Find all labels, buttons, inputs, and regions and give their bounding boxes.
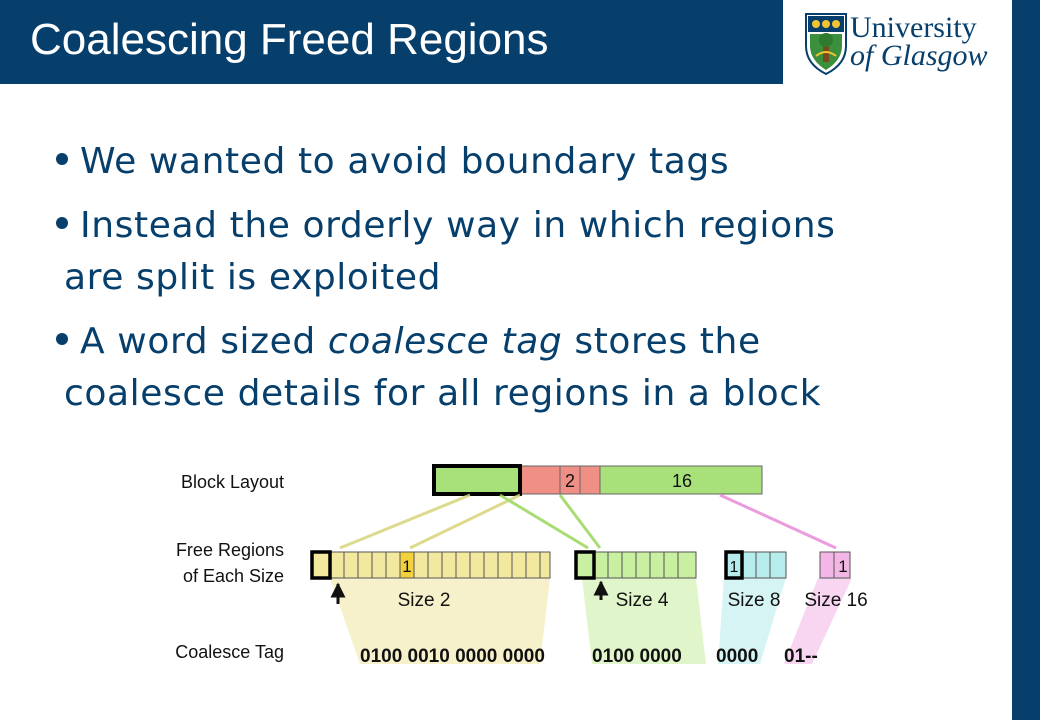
size-label-16: Size 16 bbox=[804, 590, 867, 611]
coalesce-tag-size8: 0000 bbox=[716, 646, 758, 667]
projection-fans bbox=[330, 578, 852, 664]
label-free-regions-1: Free Regions bbox=[176, 540, 284, 560]
free-region-size2: 1 bbox=[310, 550, 551, 604]
bullet-text-line2: are split is exploited bbox=[64, 257, 442, 298]
size8-selected-box bbox=[724, 550, 744, 580]
block-layout-bar: 2 16 bbox=[432, 464, 763, 496]
connectors bbox=[339, 493, 837, 550]
block-seg-green-1 bbox=[433, 465, 521, 495]
size-label-8: Size 8 bbox=[728, 590, 781, 611]
bullet-text-emphasis: coalesce tag bbox=[327, 321, 563, 362]
side-accent-bar bbox=[1012, 0, 1040, 720]
university-logo: University of Glasgow bbox=[798, 8, 1008, 80]
free-region-size8: 1 bbox=[724, 550, 787, 580]
block-seg-red-3 bbox=[579, 465, 601, 495]
size2-bar bbox=[329, 551, 551, 579]
title-bar: Coalescing Freed Regions bbox=[0, 0, 783, 84]
bullet-text-line1: Instead the orderly way in which regions bbox=[80, 205, 836, 246]
bullet-dot-icon bbox=[56, 333, 68, 345]
size2-mark: 1 bbox=[402, 557, 411, 576]
free-region-size4 bbox=[574, 550, 697, 600]
size4-bar bbox=[593, 551, 697, 579]
connector-to-size2-b bbox=[409, 493, 521, 550]
block-highlight-box bbox=[432, 464, 522, 496]
bullet-item: A word sized coalesce tag stores the coa… bbox=[52, 316, 952, 420]
bullet-text: We wanted to avoid boundary tags bbox=[80, 141, 730, 182]
bullet-text-line2: coalesce details for all regions in a bl… bbox=[64, 373, 822, 414]
block-seg-red-1 bbox=[519, 465, 561, 495]
logo-glasgow-text: of Glasgow bbox=[850, 39, 988, 72]
bullet-dot-icon bbox=[56, 217, 68, 229]
size4-selected-box bbox=[574, 550, 596, 580]
size8-cell-dividers bbox=[755, 552, 771, 578]
logo-university-text: University bbox=[850, 11, 977, 44]
size4-cell-dividers bbox=[607, 552, 679, 578]
fan-size8 bbox=[718, 578, 786, 664]
university-crest-icon bbox=[805, 13, 847, 76]
block-label-16: 16 bbox=[672, 471, 692, 491]
size8-bar bbox=[741, 551, 787, 579]
label-free-regions-2: of Each Size bbox=[183, 566, 284, 586]
bullet-item: Instead the orderly way in which regions… bbox=[52, 200, 952, 304]
size-label-2: Size 2 bbox=[398, 590, 451, 611]
size16-mark: 1 bbox=[838, 557, 847, 576]
bullet-text-line1: A word sized coalesce tag stores the bbox=[52, 316, 952, 368]
fan-size16 bbox=[784, 578, 852, 664]
bullet-list: We wanted to avoid boundary tags Instead… bbox=[52, 136, 952, 432]
coalesce-tag-size16: 01-- bbox=[784, 646, 818, 667]
bullet-text-post: stores the bbox=[562, 321, 761, 362]
fan-size2 bbox=[330, 578, 550, 664]
size2-selected-box bbox=[310, 550, 332, 580]
connector-to-size2-a bbox=[339, 493, 471, 550]
coalesce-tag-size4: 0100 0000 bbox=[592, 646, 682, 667]
label-coalesce-tag: Coalesce Tag bbox=[175, 642, 284, 662]
size16-bar bbox=[819, 551, 851, 579]
connector-to-size4-b bbox=[558, 494, 602, 549]
size2-marked-cell bbox=[399, 551, 415, 579]
coalesce-tag-size2: 0100 0010 0000 0000 bbox=[360, 646, 545, 667]
block-label-2: 2 bbox=[565, 471, 575, 491]
fan-size4 bbox=[582, 578, 706, 664]
bullet-text-pre: A word sized bbox=[80, 321, 328, 362]
size8-mark: 1 bbox=[730, 559, 739, 576]
block-seg-green-16 bbox=[599, 465, 763, 495]
size-label-4: Size 4 bbox=[616, 590, 669, 611]
free-region-size16: 1 bbox=[819, 551, 851, 579]
connector-to-size4-a bbox=[499, 493, 589, 550]
bullet-item: We wanted to avoid boundary tags bbox=[52, 136, 952, 188]
slide-title: Coalescing Freed Regions bbox=[30, 15, 549, 64]
bullet-dot-icon bbox=[56, 153, 68, 165]
connector-to-size16 bbox=[719, 493, 837, 550]
label-block-layout: Block Layout bbox=[181, 472, 284, 492]
